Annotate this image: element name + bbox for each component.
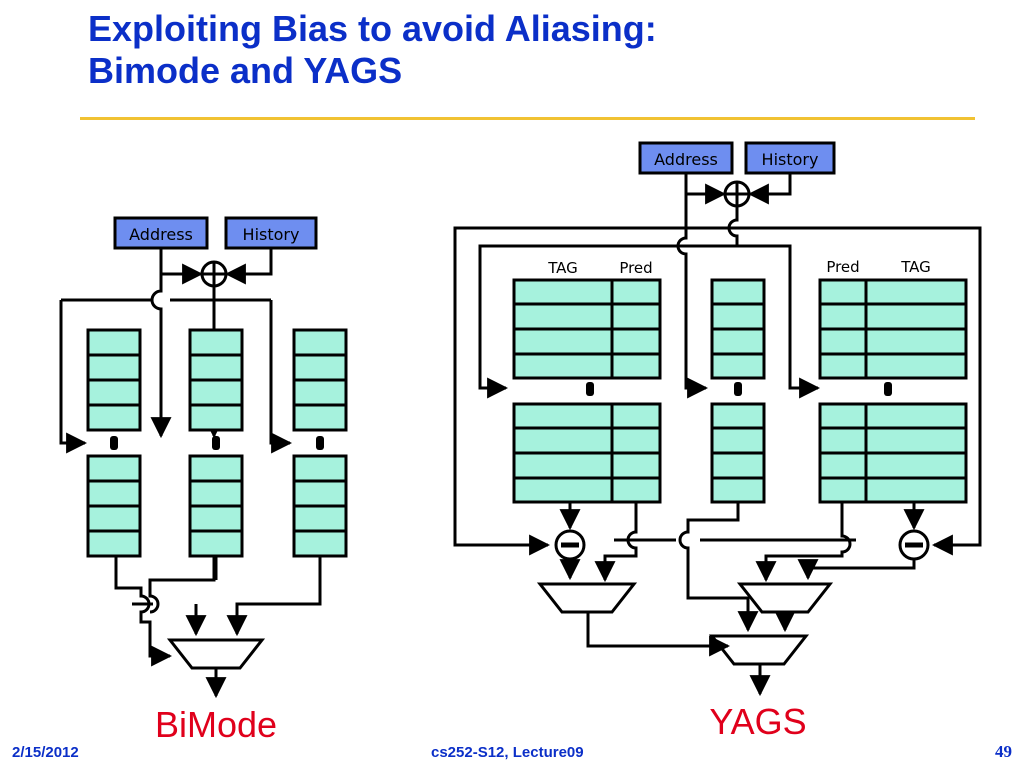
yags-history-label: History bbox=[762, 150, 819, 169]
bimode-mux bbox=[166, 638, 266, 670]
bimode-table-left bbox=[86, 328, 142, 558]
yags-mux-final bbox=[708, 634, 810, 666]
footer-page-number: 49 bbox=[995, 742, 1012, 761]
yags-left-header-pred: Pred bbox=[619, 259, 652, 277]
bimode-caption: BiMode bbox=[155, 704, 277, 745]
yags-mux-left bbox=[536, 582, 638, 614]
yags-taken-cache bbox=[512, 278, 662, 504]
yags-right-header-tag: TAG bbox=[900, 258, 931, 276]
footer-course: cs252-S12, Lecture09 bbox=[431, 744, 584, 761]
yags-caption: YAGS bbox=[709, 701, 806, 742]
yags-left-header-tag: TAG bbox=[547, 259, 578, 277]
slide-title: Exploiting Bias to avoid Aliasing: Bimod… bbox=[88, 8, 657, 92]
bimode-history-label: History bbox=[243, 225, 300, 244]
bimode-table-middle bbox=[188, 328, 244, 558]
yags-not-taken-cache bbox=[818, 278, 968, 504]
bimode-ellipsis bbox=[110, 436, 324, 450]
bimode-xor-icon bbox=[200, 260, 228, 288]
title-underline bbox=[80, 117, 975, 120]
yags-mux-right bbox=[736, 582, 834, 614]
yags-right-header-pred: Pred bbox=[826, 258, 859, 276]
title-line-1: Exploiting Bias to avoid Aliasing: bbox=[88, 8, 657, 49]
bimode-history-box bbox=[224, 216, 318, 250]
yags-diagram bbox=[453, 141, 982, 697]
yags-choice-table bbox=[710, 278, 766, 504]
bimode-table-right bbox=[292, 328, 348, 558]
yags-history-box bbox=[744, 141, 836, 175]
yags-address-label: Address bbox=[654, 150, 718, 169]
yags-compare-left-icon bbox=[554, 529, 586, 561]
bimode-diagram bbox=[59, 216, 348, 699]
footer-date: 2/15/2012 bbox=[12, 744, 79, 761]
yags-compare-right-icon bbox=[898, 529, 930, 561]
title-line-2: Bimode and YAGS bbox=[88, 50, 403, 91]
yags-xor-icon bbox=[723, 180, 751, 208]
yags-ellipsis bbox=[586, 382, 892, 396]
bimode-address-box bbox=[113, 216, 209, 250]
bimode-address-label: Address bbox=[129, 225, 193, 244]
